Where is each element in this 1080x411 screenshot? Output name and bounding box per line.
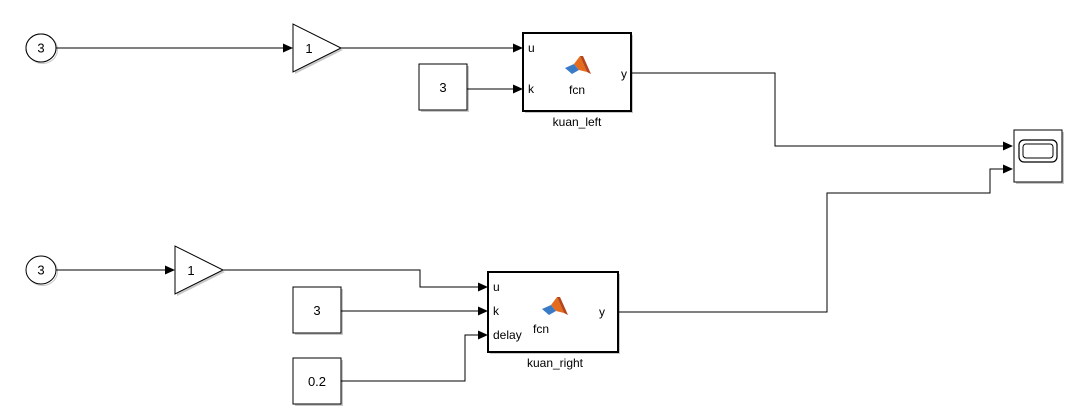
signal-arrow (478, 306, 488, 316)
signal-line[interactable] (223, 269, 478, 288)
inport-block-top[interactable]: 3 (25, 33, 58, 64)
function-label-fcn: fcn (533, 322, 549, 336)
port-label-delay: delay (493, 328, 522, 342)
constant-block-k-bottom[interactable]: 3 (292, 286, 343, 335)
inport-block-bottom[interactable]: 3 (25, 255, 58, 286)
signal-arrow (478, 282, 488, 292)
constant-value-k-bottom: 3 (313, 303, 320, 318)
constant-block-k-top[interactable]: 3 (418, 63, 469, 112)
inport-number-bottom: 3 (37, 263, 44, 278)
gain-block-bottom[interactable]: 1 (174, 245, 225, 296)
signal-arrow (478, 330, 488, 340)
signal-arrow (165, 265, 175, 275)
block-name-kuan-left: kuan_left (553, 115, 602, 129)
signal-arrow (1003, 164, 1013, 174)
scope-block[interactable] (1013, 129, 1064, 184)
function-block-kuan-left[interactable]: u k y fcn (522, 32, 633, 113)
matlab-logo-icon (542, 297, 568, 315)
matlab-logo-icon (565, 56, 591, 74)
signal-line[interactable] (341, 334, 478, 382)
scope-icon (1018, 139, 1058, 163)
signal-line[interactable] (631, 72, 1003, 147)
constant-value-delay: 0.2 (308, 374, 326, 389)
port-label-k: k (493, 304, 500, 318)
function-block-kuan-right[interactable]: u k delay y fcn (487, 271, 620, 354)
port-label-y: y (621, 67, 627, 81)
port-label-y: y (599, 305, 605, 319)
signal-arrow (513, 84, 523, 94)
signal-line[interactable] (618, 168, 1003, 313)
port-label-u: u (528, 41, 535, 55)
function-label-fcn: fcn (569, 83, 585, 97)
constant-block-delay[interactable]: 0.2 (292, 357, 343, 406)
gain-block-top[interactable]: 1 (292, 23, 343, 74)
block-name-kuan-right: kuan_right (527, 356, 584, 370)
signal-arrow (513, 43, 523, 53)
gain-value-bottom: 1 (187, 263, 194, 278)
inport-number-top: 3 (37, 41, 44, 56)
signal-arrow (283, 43, 293, 53)
port-label-k: k (528, 82, 535, 96)
gain-value-top: 1 (305, 41, 312, 56)
constant-value-k-top: 3 (439, 80, 446, 95)
port-label-u: u (493, 280, 500, 294)
signal-arrow (1003, 141, 1013, 151)
